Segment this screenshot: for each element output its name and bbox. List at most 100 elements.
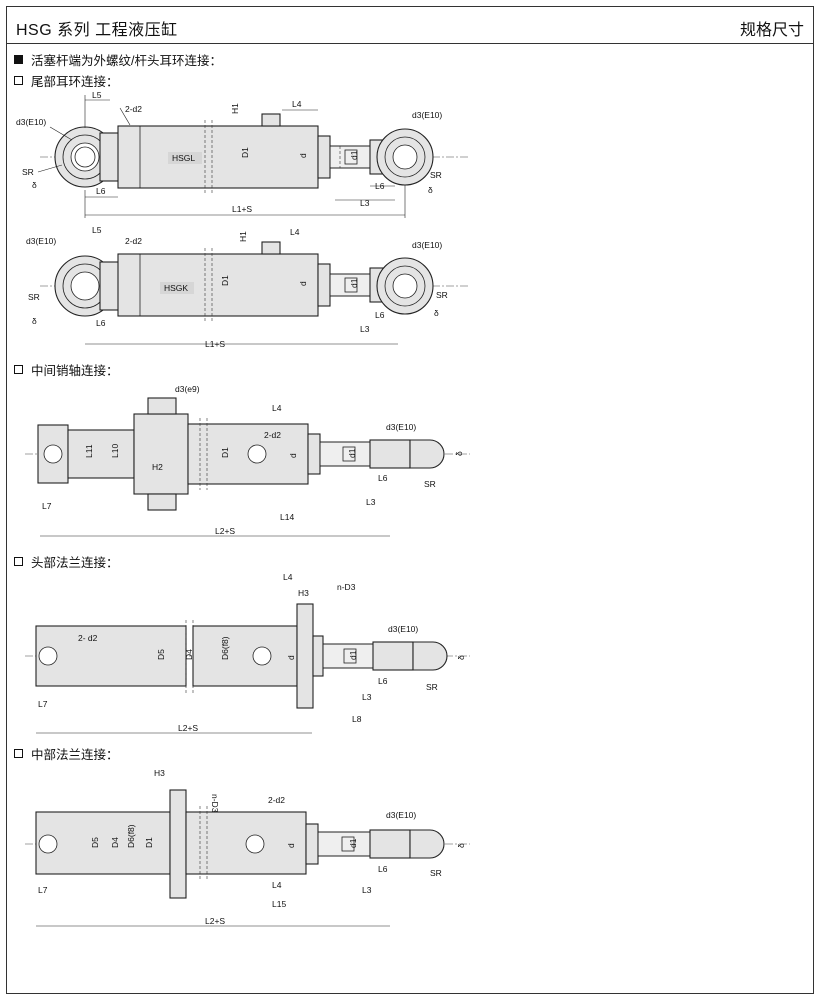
dim-l3-4: L3 (362, 692, 372, 702)
dim-h2: H2 (152, 462, 163, 472)
dim-d3-rod-2: d3(E10) (412, 240, 442, 250)
hollow-square-icon (14, 76, 23, 85)
dim-l2s-5: L2+S (205, 916, 225, 926)
dim-2d2-2: 2-d2 (125, 236, 142, 246)
dim-delta-rear: δ (32, 180, 37, 190)
dim-d-2: d (298, 281, 308, 286)
dim-d1: D1 (240, 147, 250, 158)
dim-l8-4: L8 (352, 714, 362, 724)
dim-l4-2: L4 (290, 227, 300, 237)
hollow-square-icon (14, 365, 23, 374)
dim-d1-2: D1 (220, 275, 230, 286)
dim-sr-rear-2: SR (28, 292, 40, 302)
page-header: HSG 系列 工程液压缸 规格尺寸 (6, 6, 814, 44)
dim-d: d (298, 153, 308, 158)
dim-l3-3: L3 (366, 497, 376, 507)
intro-heading: 活塞杆端为外螺纹/杆头耳环连接： (14, 50, 222, 69)
dim-d3-rear-2: d3(E10) (26, 236, 56, 246)
model-label-hsgk: HSGK (164, 283, 188, 293)
dim-sr-rod-2: SR (436, 290, 448, 300)
dim-l5: L5 (92, 90, 102, 100)
dim-d4-4: D4 (184, 649, 194, 660)
dim-nd3-5: n-D3 (210, 794, 220, 813)
dim-l6: L6 (96, 186, 106, 196)
drawing-hsgl: HSGL L1+S L5 2-d2 L6 L4 H1 D1 d d1 d3(E1… (16, 90, 470, 218)
dim-h1: H1 (230, 103, 240, 114)
dim-h3-5: H3 (154, 768, 165, 778)
dim-l1s: L1+S (232, 204, 252, 214)
dim-d1-3: D1 (220, 447, 230, 458)
dim-d1-small: d1 (349, 150, 359, 160)
dim-l7-3: L7 (42, 501, 52, 511)
dim-h1-2: H1 (238, 231, 248, 242)
dim-l4-4: L4 (283, 572, 293, 582)
dim-delta-4: δ (456, 655, 466, 660)
drawing-hsgk: HSGK L1+S L5 2-d2 L6 L4 H1 D1 d d1 d3(E1… (26, 225, 470, 349)
filled-square-icon (14, 55, 23, 64)
dim-d3-rod-4: d3(E10) (388, 624, 418, 634)
dim-d1-small-2: d1 (349, 278, 359, 288)
dim-l11: L11 (84, 444, 94, 458)
dim-l4-3: L4 (272, 403, 282, 413)
dim-l3: L3 (360, 198, 370, 208)
hollow-square-icon (14, 557, 23, 566)
dim-l6-5: L6 (378, 864, 388, 874)
dim-d-5: d (286, 843, 296, 848)
page-frame (6, 6, 814, 994)
dim-delta-5: δ (456, 843, 466, 848)
dim-sr-5: SR (430, 868, 442, 878)
dim-d1-5: D1 (144, 837, 154, 848)
dim-l6-rod: L6 (375, 181, 385, 191)
section-trunnion-text: 中间销轴连接： (31, 364, 119, 378)
dim-l3-5: L3 (362, 885, 372, 895)
section-heading-head-flange: 头部法兰连接： (14, 552, 119, 571)
dim-d-3: d (288, 453, 298, 458)
dim-sr-3: SR (424, 479, 436, 489)
dim-d1-small-5: d1 (348, 838, 358, 848)
section-heading-rear-eye: 尾部耳环连接： (14, 71, 119, 90)
dim-d3-rod-3: d3(E10) (386, 422, 416, 432)
dim-l7-4: L7 (38, 699, 48, 709)
dim-d5-5: D5 (90, 837, 100, 848)
dim-l6-4: L6 (378, 676, 388, 686)
section-heading-trunnion: 中间销轴连接： (14, 360, 119, 379)
dim-delta-3: δ (454, 451, 464, 456)
dim-h3-4: H3 (298, 588, 309, 598)
dim-sr-rear: SR (22, 167, 34, 177)
dim-l6-3: L6 (378, 473, 388, 483)
dim-d5-4: D5 (156, 649, 166, 660)
dim-d3-rod: d3(E10) (412, 110, 442, 120)
section-mid-flange-text: 中部法兰连接： (31, 748, 119, 762)
dim-l10: L10 (110, 444, 120, 458)
dim-2d2: 2-d2 (125, 104, 142, 114)
dim-d3-rear: d3(E10) (16, 117, 46, 127)
drawing-trunnion: d3(e9) L4 2-d2 L11 L10 H2 D1 d d1 d3(E10… (25, 384, 470, 537)
dim-l6-rod-2: L6 (375, 310, 385, 320)
model-label-hsgl: HSGL (172, 153, 195, 163)
dim-l5-2: L5 (92, 225, 102, 235)
dim-l7-5: L7 (38, 885, 48, 895)
drawing-mid-flange: H3 n-D3 2-d2 D5 D4 D6(f8) D1 d d1 d3(E10… (25, 768, 470, 927)
section-head-flange-text: 头部法兰连接： (31, 556, 119, 570)
dim-l1s-2: L1+S (205, 339, 225, 349)
dim-d1-small-4: d1 (348, 650, 358, 660)
dim-l3-2: L3 (360, 324, 370, 334)
dim-sr-4: SR (426, 682, 438, 692)
dim-2d2-3: 2-d2 (264, 430, 281, 440)
dim-l6-2: L6 (96, 318, 106, 328)
page-subtitle: 规格尺寸 (739, 22, 804, 39)
dim-d3e9: d3(e9) (175, 384, 200, 394)
dim-d-4: d (286, 655, 296, 660)
dim-l2s-3: L2+S (215, 526, 235, 536)
dim-l15: L15 (272, 899, 286, 909)
dim-2d2-5: 2-d2 (268, 795, 285, 805)
page-title: HSG 系列 工程液压缸 (16, 22, 178, 39)
dim-l4: L4 (292, 99, 302, 109)
dim-nd3-4: n-D3 (337, 582, 356, 592)
section-rear-eye-text: 尾部耳环连接： (31, 75, 119, 89)
dim-l2s-4: L2+S (178, 723, 198, 733)
dim-sr-rod: SR (430, 170, 442, 180)
hollow-square-icon (14, 749, 23, 758)
dim-2d2-4: 2- d2 (78, 633, 98, 643)
